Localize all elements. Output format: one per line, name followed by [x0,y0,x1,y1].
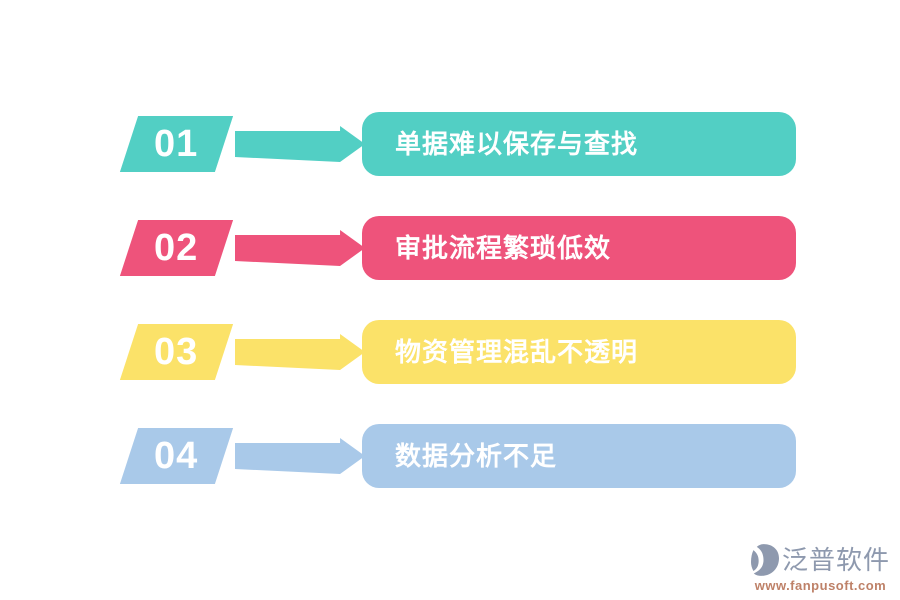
watermark-brand: 泛普软件 [781,545,890,575]
arrow-right-icon [235,438,365,474]
step-number-shape: 02 [119,220,234,276]
step-label: 单据难以保存与查找 [395,129,639,159]
step-label: 数据分析不足 [395,441,558,471]
step-row: 04 数据分析不足 [0,424,900,488]
arrow-right-icon [235,230,365,266]
step-number: 03 [154,331,199,373]
step-row: 01 单据难以保存与查找 [0,112,900,176]
watermark-url: www.fanpusoft.com [754,578,887,593]
step-number-shape: 04 [119,428,234,484]
arrow-right-icon [235,126,365,162]
fanpu-logo-icon [750,544,779,576]
step-label-pill: 物资管理混乱不透明 [362,320,796,384]
step-label-pill: 数据分析不足 [362,424,796,488]
step-number-shape: 01 [119,116,234,172]
step-label: 物资管理混乱不透明 [395,337,639,367]
arrow-right-icon [235,334,365,370]
step-row: 02 审批流程繁琐低效 [0,216,900,280]
step-label-pill: 审批流程繁琐低效 [362,216,796,280]
watermark: 泛普软件 www.fanpusoft.com [750,544,890,593]
step-number: 02 [154,227,199,269]
step-label-pill: 单据难以保存与查找 [362,112,796,176]
step-number: 01 [154,123,199,165]
step-number: 04 [154,435,199,477]
step-label: 审批流程繁琐低效 [395,233,612,263]
step-number-shape: 03 [119,324,234,380]
step-row: 03 物资管理混乱不透明 [0,320,900,384]
